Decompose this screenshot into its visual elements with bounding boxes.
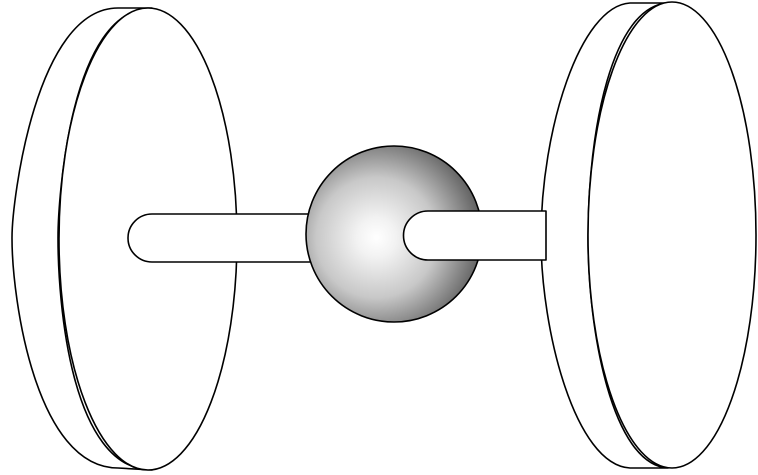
right-rod [402,210,547,261]
left-rod [127,213,321,263]
right-disk [540,1,757,469]
right-disk-face [587,1,757,469]
